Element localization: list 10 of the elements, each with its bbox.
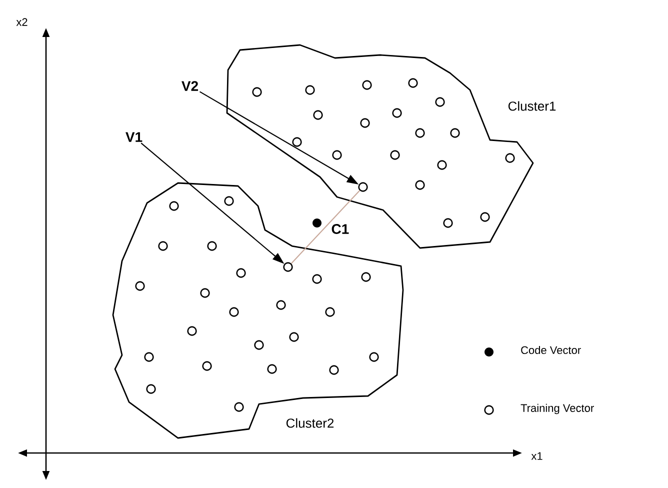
point-label: C1 (332, 224, 349, 234)
vector-label: V2 (182, 81, 198, 91)
legend-label: Training Vector (520, 404, 594, 414)
training-vector-circle (283, 262, 293, 272)
legend-label: Code Vector (521, 346, 581, 354)
axis-label: x1 (531, 452, 542, 460)
code-vector-dot (312, 218, 322, 228)
axis-label: x2 (16, 18, 28, 26)
vector-label: V1 (126, 132, 142, 142)
training-vector-circle (358, 182, 368, 192)
